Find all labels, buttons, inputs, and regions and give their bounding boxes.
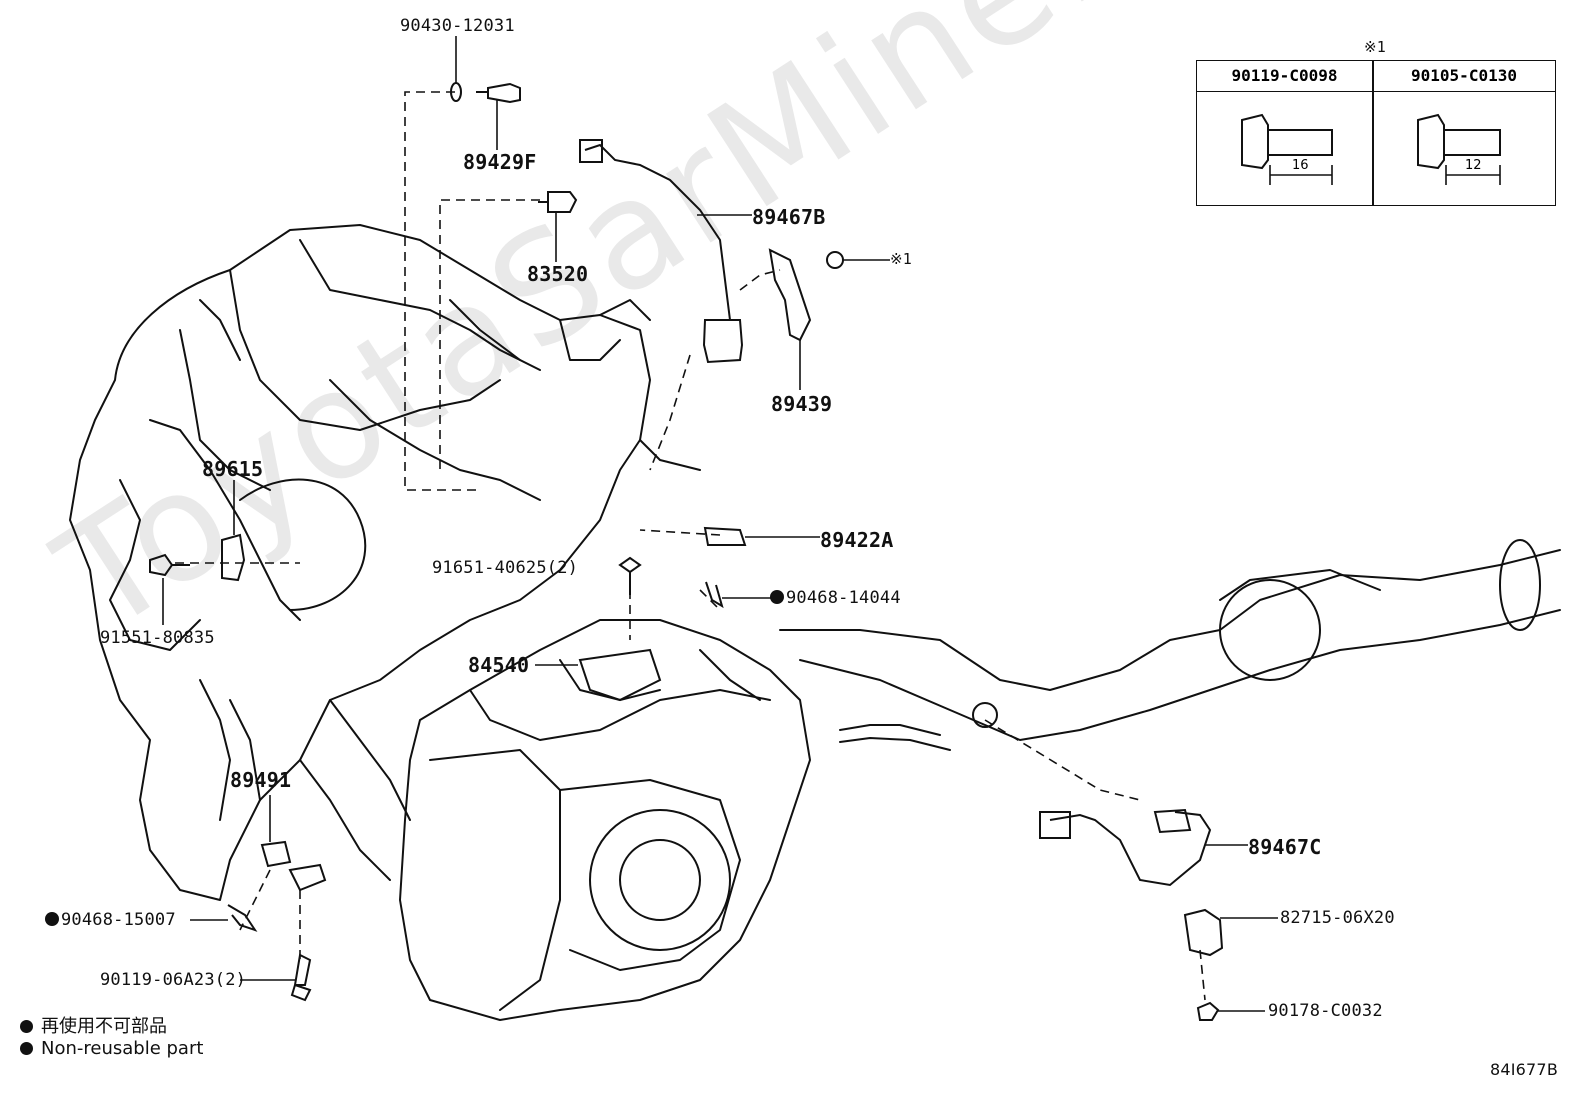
legend-en-text: Non-reusable part	[41, 1038, 204, 1059]
legend-jp: 再使用不可部品	[20, 1012, 167, 1038]
bracket-82715	[1183, 908, 1224, 957]
clip-90468-14044	[705, 581, 724, 609]
label-90178-C0032: 90178-C0032	[1268, 1001, 1383, 1021]
non-reusable-dot-icon	[770, 590, 784, 604]
sensor-89429F	[476, 82, 521, 104]
label-90468-14044-text: 90468-14044	[786, 588, 901, 608]
clip-90468-15007	[227, 904, 258, 932]
exhaust-pipe	[779, 549, 1561, 691]
diagram-code: 84I677B	[1490, 1060, 1558, 1079]
sensor-89491	[260, 840, 327, 892]
label-90468-14044: 90468-14044	[770, 588, 901, 608]
label-82715-06X20: 82715-06X20	[1280, 908, 1395, 928]
label-83520: 83520	[527, 262, 589, 286]
table-header-right: 90105-C0130	[1373, 61, 1555, 92]
bolt-note1	[826, 251, 844, 269]
legend-jp-text: 再使用不可部品	[41, 1016, 167, 1037]
non-reusable-dot-icon	[20, 1042, 33, 1055]
non-reusable-dot-icon	[20, 1020, 33, 1033]
sensor-89422A	[703, 526, 747, 546]
label-note1-ref: ※1	[890, 250, 912, 268]
engine-outline	[69, 224, 651, 901]
label-89467C: 89467C	[1248, 835, 1322, 859]
bolt-90119-06A23	[290, 953, 312, 1002]
switch-84540	[578, 648, 662, 702]
table-header-left: 90119-C0098	[1197, 61, 1372, 92]
label-90468-15007: 90468-15007	[45, 910, 176, 930]
sensor-89615	[221, 533, 246, 582]
label-89429F: 89429F	[463, 150, 537, 174]
label-90468-15007-text: 90468-15007	[61, 910, 176, 930]
bolt-91551	[149, 553, 190, 577]
bolt-spec-table: 90119-C0098 90105-C0130	[1196, 60, 1556, 206]
nut-90178	[1196, 1001, 1220, 1021]
bolt-91651	[618, 556, 642, 595]
label-90430-12031: 90430-12031	[400, 16, 515, 36]
label-89615: 89615	[202, 457, 264, 481]
label-89491: 89491	[230, 768, 292, 792]
sensor-89467C	[1049, 811, 1212, 887]
table-length-right: 12	[1465, 158, 1482, 173]
label-89422A: 89422A	[820, 528, 894, 552]
table-bolt-left-icon	[1241, 113, 1333, 170]
table-length-left: 16	[1292, 158, 1309, 173]
legend-en: Non-reusable part	[20, 1038, 203, 1059]
table-bolt-right-icon	[1417, 113, 1501, 170]
label-84540: 84540	[468, 653, 530, 677]
label-90119-06A23: 90119-06A23(2)	[100, 970, 247, 990]
label-91551-80835: 91551-80835	[100, 628, 215, 648]
table-divider	[1372, 61, 1374, 205]
switch-83520	[538, 191, 578, 213]
label-89467B: 89467B	[752, 205, 826, 229]
transaxle-outline	[399, 619, 811, 1021]
label-89439: 89439	[771, 392, 833, 416]
bracket-89439	[768, 248, 812, 342]
non-reusable-dot-icon	[45, 912, 59, 926]
label-91651-40625: 91651-40625(2)	[432, 558, 579, 578]
sensor-89467B	[584, 143, 731, 321]
table-note-mark: ※1	[1364, 38, 1386, 56]
